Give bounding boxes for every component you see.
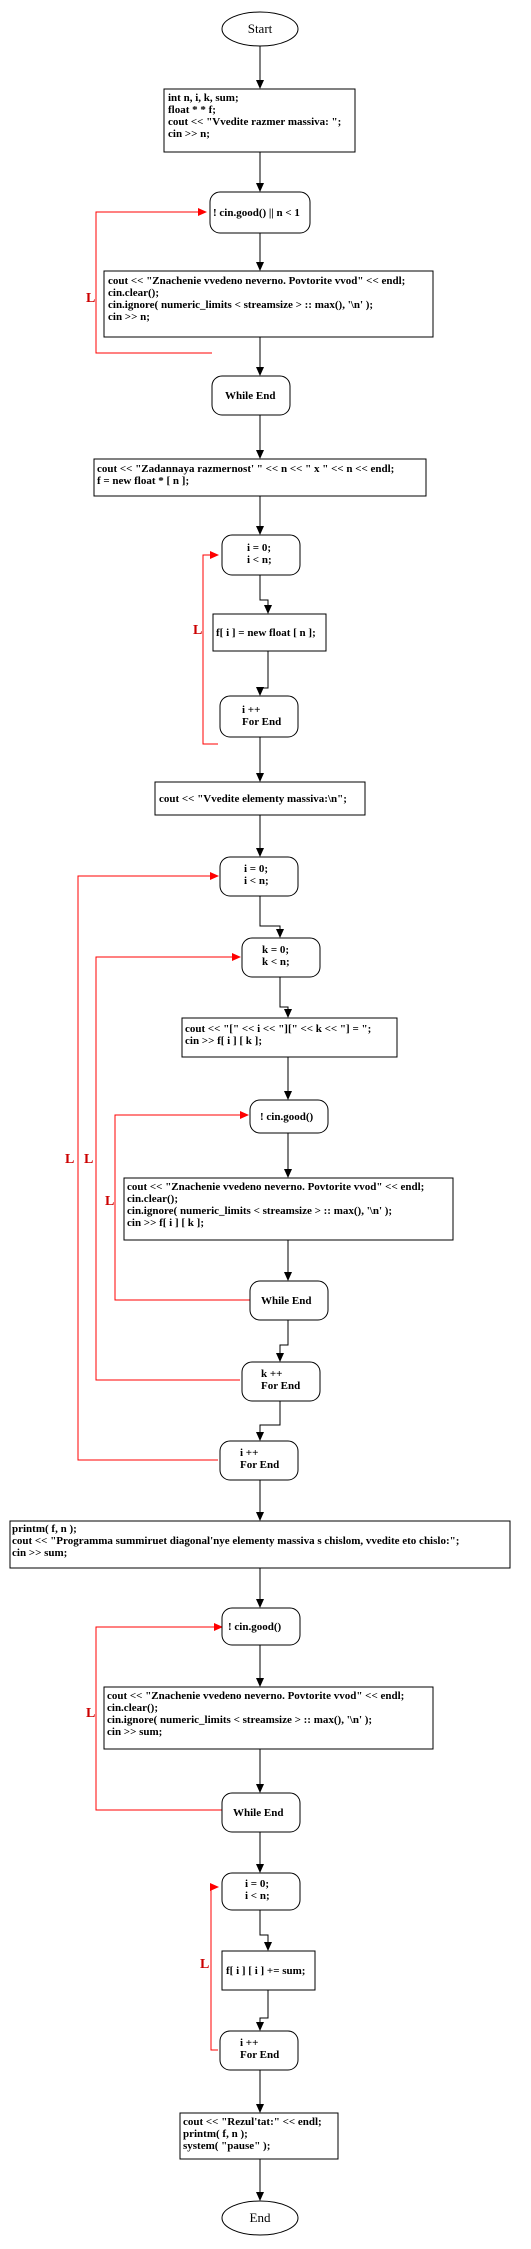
input-error-block-2: cout << "Znachenie vvedeno neverno. Povt… [123, 1177, 454, 1241]
read-element-block: cout << "[" << i << "][" << k << "] = ";… [181, 1017, 398, 1058]
node-text-line: While End [233, 1807, 283, 1819]
while-end-2: While End [249, 1280, 329, 1321]
node-text-line: system( "pause" ); [183, 2140, 270, 2152]
alloc-block: cout << "Zadannaya razmernost' " << n <<… [93, 458, 427, 497]
node-text-line: f[ i ] = new float [ n ]; [216, 627, 316, 639]
node-text-line: cin >> f[ i ] [ k ]; [185, 1035, 262, 1047]
input-error-block-3: cout << "Znachenie vvedeno neverno. Povt… [103, 1686, 434, 1750]
loop-label: L [86, 291, 95, 306]
node-text-line: cin.ignore( numeric_limits < streamsize … [107, 1714, 372, 1726]
result-block: cout << "Rezul'tat:" << endl;printm( f, … [179, 2112, 339, 2160]
while-end-1: While End [211, 375, 291, 416]
node-text-line: cout << "Programma summiruet diagonal'ny… [12, 1535, 459, 1547]
for-k: k = 0;k < n; [241, 937, 321, 978]
loop-label: L [200, 1957, 209, 1972]
node-text-line: float * * f; [168, 104, 216, 116]
node-text-line: ! cin.good() [260, 1111, 314, 1123]
node-text-line: cout << "[" << i << "][" << k << "] = "; [185, 1023, 371, 1035]
node-text-line: i < n; [245, 1890, 270, 1902]
node-text-line: cin >> n; [108, 311, 150, 323]
node-text-line: printm( f, n ); [12, 1523, 77, 1535]
node-text-line: printm( f, n ); [183, 2128, 248, 2140]
input-error-block-1: cout << "Znachenie vvedeno neverno. Povt… [103, 270, 434, 338]
node-text-line: While End [225, 390, 275, 402]
node-text-line: cout << "Znachenie vvedeno neverno. Povt… [107, 1690, 404, 1702]
node-text-line: While End [261, 1295, 311, 1307]
node-text-line: cin.ignore( numeric_limits < streamsize … [108, 299, 373, 311]
node-text-line: ! cin.good() [228, 1621, 282, 1633]
add-sum-block: f[ i ] [ i ] += sum; [221, 1950, 316, 1991]
while-end-3: While End [221, 1792, 301, 1833]
node-text-line: cout << "Znachenie vvedeno neverno. Povt… [108, 275, 405, 287]
start-node: Start [221, 11, 299, 47]
node-text-line: k ++ [261, 1368, 282, 1380]
check-good-2: ! cin.good() [221, 1607, 301, 1646]
svg-text:Start: Start [248, 21, 273, 36]
loop-label: L [84, 1152, 93, 1167]
node-text-line: k = 0; [262, 944, 289, 956]
prompt-elements-block: cout << "Vvedite elementy massiva:\n"; [154, 781, 366, 816]
node-text-line: f = new float * [ n ]; [97, 475, 189, 487]
end-node: End [221, 2200, 299, 2236]
for-end-i-2: i ++For End [219, 1440, 299, 1481]
check-n-condition: ! cin.good() || n < 1 [209, 191, 311, 234]
loop-label: L [105, 1194, 114, 1209]
print-sum-block: printm( f, n );cout << "Programma summir… [9, 1520, 511, 1569]
node-text-line: For End [240, 2049, 279, 2061]
node-text-line: k < n; [262, 956, 290, 968]
node-text-line: cin >> sum; [107, 1726, 162, 1738]
node-text-line: i ++ [240, 1447, 258, 1459]
node-text-line: ! cin.good() || n < 1 [213, 207, 300, 219]
node-text-line: cin >> f[ i ] [ k ]; [127, 1217, 204, 1229]
node-text-line: cin.clear(); [108, 287, 159, 299]
flow-connectors [256, 45, 292, 2201]
node-text-line: i = 0; [245, 1878, 269, 1890]
node-text-line: i < n; [247, 554, 272, 566]
node-text-line: f[ i ] [ i ] += sum; [226, 1965, 305, 1977]
alloc-row-block: f[ i ] = new float [ n ]; [212, 613, 327, 652]
declare-block: int n, i, k, sum;float * * f;cout << "Vv… [163, 88, 356, 153]
for-i-1: i = 0;i < n; [221, 534, 301, 576]
for-i-2: i = 0;i < n; [219, 856, 299, 897]
for-end-k: k ++For End [241, 1361, 321, 1402]
node-text-line: i < n; [244, 875, 269, 887]
check-good-1: ! cin.good() [249, 1099, 329, 1134]
svg-text:End: End [250, 2210, 271, 2225]
node-text-line: i ++ [240, 2037, 258, 2049]
loop-label: L [86, 1706, 95, 1721]
node-text-line: cin.clear(); [107, 1702, 158, 1714]
node-text-line: cout << "Znachenie vvedeno neverno. Povt… [127, 1181, 424, 1193]
node-text-line: i ++ [242, 704, 260, 716]
node-text-line: cout << "Vvedite elementy massiva:\n"; [159, 793, 347, 805]
node-text-line: For End [261, 1380, 300, 1392]
node-text-line: cin.ignore( numeric_limits < streamsize … [127, 1205, 392, 1217]
node-text-line: cout << "Zadannaya razmernost' " << n <<… [97, 463, 394, 475]
node-text-line: cin >> sum; [12, 1547, 67, 1559]
node-text-line: cout << "Vvedite razmer massiva: "; [168, 116, 341, 128]
for-end-i-1: i ++For End [219, 695, 299, 738]
node-text-line: cin >> n; [168, 128, 210, 140]
node-text-line: i = 0; [247, 542, 271, 554]
node-text-line: For End [242, 716, 281, 728]
node-text-line: cout << "Rezul'tat:" << endl; [183, 2116, 322, 2128]
for-end-i-3: i ++For End [219, 2030, 299, 2071]
node-text-line: i = 0; [244, 863, 268, 875]
loop-labels: L L L L L L L [65, 291, 209, 1972]
node-text-line: int n, i, k, sum; [168, 92, 239, 104]
for-i-3: i = 0;i < n; [221, 1872, 301, 1911]
node-text-line: cin.clear(); [127, 1193, 178, 1205]
loop-back-lines [77, 208, 252, 2051]
loop-label: L [65, 1152, 74, 1167]
node-text-line: For End [240, 1459, 279, 1471]
loop-label: L [193, 623, 202, 638]
